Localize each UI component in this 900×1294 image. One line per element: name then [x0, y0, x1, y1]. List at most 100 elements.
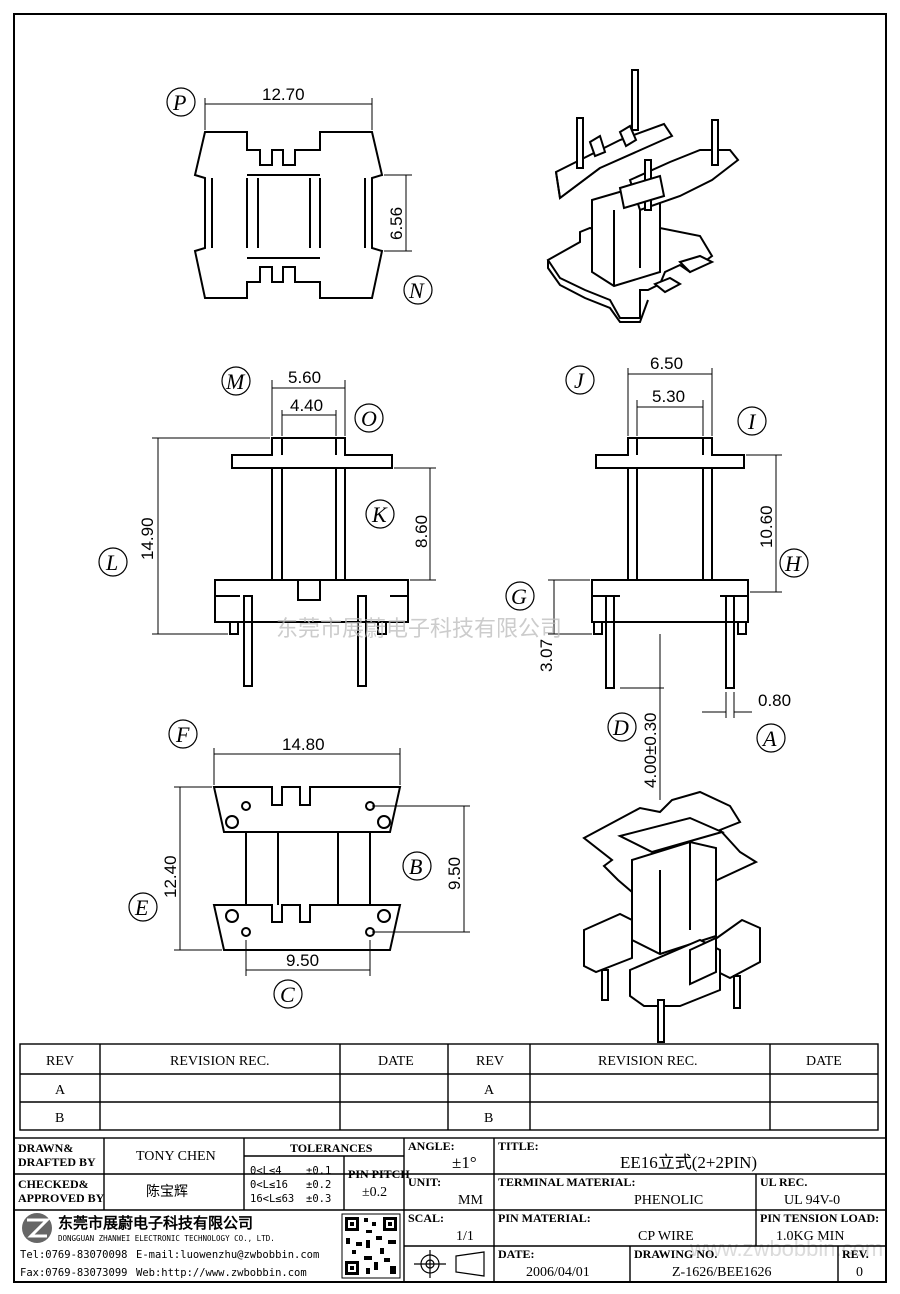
isometric-view-bottom: [582, 790, 761, 1043]
callout-m-circle: [221, 366, 251, 396]
callout-p-circle: [166, 87, 196, 117]
callout-h-circle: [779, 548, 809, 578]
angle-label: ANGLE:: [408, 1139, 455, 1153]
callout-a-circle: [756, 723, 786, 753]
terminal-value: PHENOLIC: [634, 1193, 703, 1208]
pin-pitch-value: ±0.2: [362, 1185, 387, 1200]
dim-front-body: 8.60: [412, 515, 431, 548]
bottom-view-dims: [174, 748, 470, 976]
ul-label: UL REC.: [760, 1175, 807, 1189]
company-name-cn: 东莞市展蔚电子科技有限公司: [58, 1214, 253, 1232]
top-view-dims: [204, 98, 412, 252]
callout-f-circle: [168, 719, 198, 749]
drawing-value: Z-1626/BEE1626: [672, 1265, 772, 1280]
callout-i: I: [747, 409, 757, 434]
dim-side-body: 10.60: [757, 505, 776, 548]
callout-l-circle: [98, 547, 128, 577]
dim-bottom-pin-span-v: 9.50: [445, 857, 464, 890]
date-value: 2006/04/01: [526, 1265, 590, 1280]
callout-o: O: [361, 406, 377, 431]
callout-i-circle: [737, 406, 767, 436]
dim-front-inner: 4.40: [290, 396, 323, 415]
rev-value: 0: [856, 1265, 863, 1280]
rev-label: REV.: [842, 1247, 869, 1261]
projection-symbol-icon: [414, 1250, 485, 1278]
callout-c-circle: [273, 979, 303, 1009]
dim-side-outer: 6.50: [650, 354, 683, 373]
rev-row-b-2: B: [484, 1111, 493, 1126]
tol-3-value: ±0.3: [306, 1193, 331, 1205]
callout-j: J: [574, 368, 585, 393]
watermark: 东莞市展蔚电子科技有限公司: [276, 617, 562, 642]
callout-c: C: [280, 982, 295, 1007]
front-view: [214, 437, 409, 687]
callout-h: H: [784, 551, 802, 576]
tol-1-value: ±0.1: [306, 1165, 331, 1177]
title-value: EE16立式(2+2PIN): [620, 1153, 757, 1172]
dim-bottom-width: 14.80: [282, 735, 325, 754]
pin-pitch-label: PIN PITCH: [348, 1167, 410, 1181]
company-email: E-mail:luowenzhu@zwbobbin.com: [136, 1249, 319, 1261]
drawn-value: TONY CHEN: [136, 1149, 216, 1164]
drawn-label-1: DRAWN&: [18, 1141, 73, 1155]
callout-n-circle: [403, 275, 433, 305]
rev-row-a-2: A: [484, 1083, 495, 1098]
front-view-dims: [152, 380, 436, 635]
rev-header-rec-2: REVISION REC.: [598, 1054, 698, 1069]
checked-value: 陈宝辉: [146, 1183, 188, 1200]
bottom-view: [212, 786, 402, 951]
company-logo-icon: [22, 1213, 52, 1243]
callout-b-circle: [402, 851, 432, 881]
dim-side-base: 3.07: [537, 639, 556, 672]
company-web: Web:http://www.zwbobbin.com: [136, 1267, 307, 1279]
callout-e-circle: [128, 892, 158, 922]
pin-material-value: CP WIRE: [638, 1229, 694, 1244]
company-name-en: DONGGUAN ZHANWEI ELECTRONIC TECHNOLOGY C…: [58, 1234, 275, 1243]
isometric-view-top: [546, 69, 740, 323]
dim-side-pin-w: 0.80: [758, 691, 791, 710]
dim-side-inner: 5.30: [652, 387, 685, 406]
watermark-url: www.zwbobbin.com: [689, 1236, 883, 1261]
rev-row-a-1: A: [55, 1083, 66, 1098]
unit-value: MM: [458, 1193, 483, 1208]
drawn-label-2: DRAFTED BY: [18, 1155, 96, 1169]
tol-3: 16<L≤63: [250, 1193, 294, 1205]
revision-table: [19, 1043, 879, 1131]
callout-d: D: [612, 715, 629, 740]
callout-b: B: [409, 854, 422, 879]
callout-m: M: [225, 369, 246, 394]
side-view-dims: [548, 368, 782, 800]
callout-f: F: [175, 722, 190, 747]
rev-header-date-1: DATE: [378, 1054, 414, 1069]
top-view: [193, 131, 384, 299]
rev-header-rec-1: REVISION REC.: [170, 1054, 270, 1069]
tol-2: 0<L≤16: [250, 1179, 288, 1191]
side-view: [591, 437, 749, 689]
tol-2-value: ±0.2: [306, 1179, 331, 1191]
dim-front-outer: 5.60: [288, 368, 321, 387]
pin-material-label: PIN MATERIAL:: [498, 1211, 591, 1225]
callout-g-circle: [505, 581, 535, 611]
scale-value: 1/1: [456, 1229, 474, 1244]
rev-header-rev-2: REV: [476, 1054, 504, 1069]
dim-top-width: 12.70: [262, 85, 305, 104]
dim-bottom-height: 12.40: [161, 855, 180, 898]
dim-top-height: 6.56: [387, 207, 406, 240]
callout-a: A: [761, 726, 777, 751]
ul-value: UL 94V-0: [784, 1193, 840, 1208]
company-tel: Tel:0769-83070098: [20, 1249, 127, 1261]
title-label: TITLE:: [498, 1139, 539, 1153]
tolerances-label: TOLERANCES: [290, 1141, 373, 1155]
rev-header-rev-1: REV: [46, 1054, 74, 1069]
terminal-label: TERMINAL MATERIAL:: [498, 1175, 635, 1189]
callout-d-circle: [607, 712, 637, 742]
callout-n: N: [408, 278, 425, 303]
dim-bottom-pin-span-h: 9.50: [286, 951, 319, 970]
drawing-frame: [13, 13, 887, 1283]
dim-front-total: 14.90: [138, 517, 157, 560]
tol-1: 0<L≤4: [250, 1165, 282, 1177]
unit-label: UNIT:: [408, 1175, 441, 1189]
date-label: DATE:: [498, 1247, 534, 1261]
checked-label-2: APPROVED BY: [18, 1191, 105, 1205]
